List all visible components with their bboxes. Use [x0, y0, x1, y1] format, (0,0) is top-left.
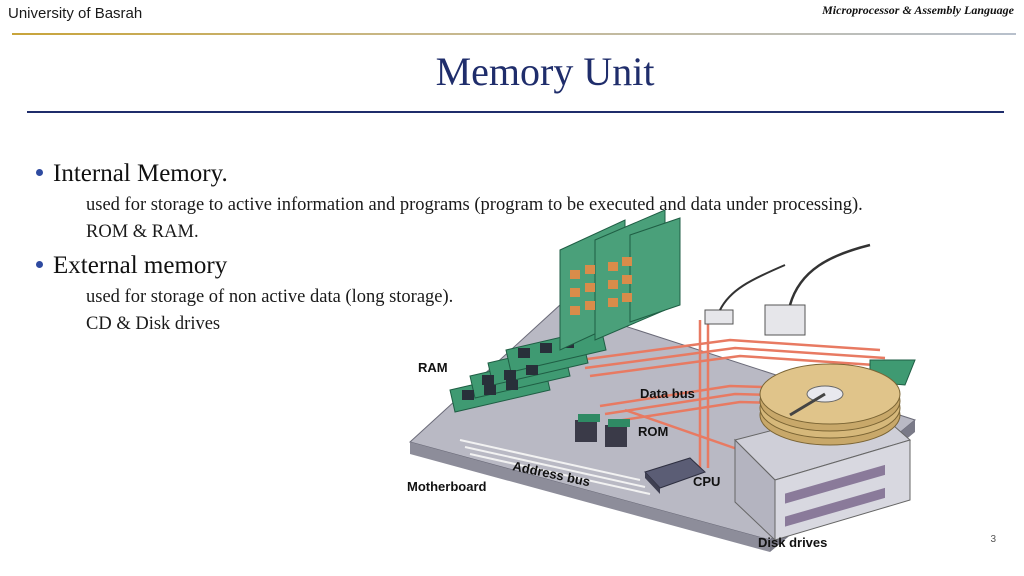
expansion-cards [559, 210, 681, 351]
ram-modules [449, 327, 607, 413]
bullet-external-memory: External memory [36, 252, 227, 280]
bullet-line: used for storage of non active data (lon… [86, 287, 454, 307]
rom-chips [575, 414, 630, 447]
page-number: 3 [990, 534, 996, 545]
slide-title: Memory Unit [435, 49, 655, 94]
bullet-line: used for storage to active information a… [86, 195, 863, 215]
motherboard-edge [410, 442, 770, 552]
bullet-line: ROM & RAM. [86, 222, 199, 242]
header-institution: University of Basrah [8, 5, 143, 22]
header-course: Microprocessor & Assembly Language [822, 3, 1014, 17]
disk-drives-label: Disk drives [758, 535, 827, 550]
cpu-chip [644, 457, 706, 494]
motherboard-label: Motherboard [407, 479, 487, 494]
data-bus-label: Data bus [640, 386, 695, 401]
bullet-heading: External memory [53, 252, 228, 279]
bullet-line: CD & Disk drives [86, 314, 221, 334]
motherboard-illustration: RAM Data bus ROM Address bus CPU Motherb… [407, 210, 917, 552]
disk-drive-unit [734, 363, 912, 542]
rom-label: ROM [638, 424, 668, 439]
header-divider [12, 33, 1016, 35]
bullet-dot-icon [36, 168, 43, 176]
bullet-dot-icon [36, 260, 43, 268]
bullet-internal-memory: Internal Memory. [36, 160, 228, 188]
cpu-label: CPU [693, 474, 720, 489]
bullet-heading: Internal Memory. [53, 160, 228, 187]
address-bus-traces [459, 439, 651, 495]
ram-label: RAM [418, 360, 448, 375]
title-underline [27, 111, 1004, 113]
